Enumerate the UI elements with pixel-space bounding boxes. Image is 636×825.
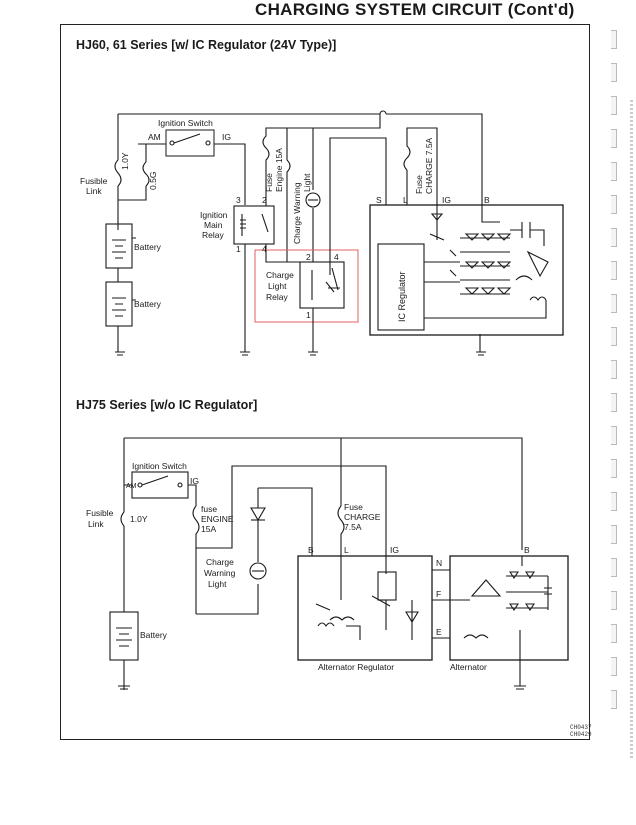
charge-relay-label-2: Light: [268, 281, 287, 291]
fuse-engine-label-1: Fuse: [264, 173, 274, 192]
alternator-regulator-box: [297, 555, 433, 661]
alt-regulator-label: Alternator Regulator: [318, 662, 394, 672]
page-title: CHARGING SYSTEM CIRCUIT (Cont'd): [255, 0, 575, 19]
alternator-box: [449, 555, 569, 661]
battery-label-2: Battery: [134, 299, 162, 309]
fuse-engine-2-label-1: fuse: [201, 504, 217, 514]
term2-b2: B: [524, 545, 530, 555]
term-s: S: [376, 195, 382, 205]
am-label: AM: [148, 132, 161, 142]
diagram-frame: [60, 24, 590, 740]
term2-e: E: [436, 627, 442, 637]
hj75-circuit: [109, 437, 569, 690]
term-l: L: [403, 195, 408, 205]
fuse-charge-label-1: Fuse: [414, 175, 424, 194]
battery-label-1: Battery: [134, 242, 162, 252]
ig-label: IG: [222, 132, 231, 142]
charge-light-relay: [299, 261, 345, 309]
page-edge-tabs: [611, 30, 621, 723]
am-2-label: AM: [126, 483, 137, 490]
alternator-label: Alternator: [450, 662, 487, 672]
fuse-charge-label-2: CHARGE 7.5A: [424, 137, 434, 194]
fuse-charge-2-label-1: Fuse: [344, 502, 363, 512]
diode-bridge-1: [429, 205, 512, 295]
figure-code-1: CH0437: [570, 724, 592, 731]
fuse-charge-2-label-2: CHARGE: [344, 512, 381, 522]
hj60-circuit: [105, 110, 564, 356]
battery-2-label: Battery: [140, 630, 168, 640]
fuse-engine-2-label-2: ENGINE: [201, 514, 234, 524]
fuse-charge-2-label-3: 7.5A: [344, 522, 362, 532]
fl-0-5g: 0.5G: [148, 172, 158, 190]
cr-pin-1: 1: [306, 310, 311, 320]
ignition-main-relay: [233, 205, 275, 245]
ic-regulator-label: IC Regulator: [397, 271, 407, 322]
pin-1: 1: [236, 244, 241, 254]
figure-code-2: CH0429: [570, 731, 592, 738]
pin-3: 3: [236, 195, 241, 205]
fusible-label-2: Link: [86, 186, 102, 196]
fusible-label-1: Fusible: [80, 176, 108, 186]
charge-relay-label-3: Relay: [266, 292, 288, 302]
warning-light-label-2: Light: [302, 173, 312, 192]
ignition-switch-1: [165, 129, 215, 157]
ignition-switch-2: [131, 471, 189, 499]
fuse-engine-2-label-3: 15A: [201, 524, 216, 534]
ignition-switch-2-label: Ignition Switch: [132, 461, 187, 471]
term-ig: IG: [442, 195, 451, 205]
warning-2-label-3: Light: [208, 579, 227, 589]
main-relay-label-1: Ignition: [200, 210, 228, 220]
term2-ig: IG: [390, 545, 399, 555]
pin-2: 2: [262, 195, 267, 205]
warning-light-label-1: Charge Warning: [292, 182, 302, 244]
term2-n: N: [436, 558, 442, 568]
warning-2-label-1: Charge: [206, 557, 234, 567]
term2-l: L: [344, 545, 349, 555]
term2-b: B: [308, 545, 314, 555]
section-title-hj60: HJ60, 61 Series [w/ IC Regulator (24V Ty…: [76, 38, 337, 52]
term-b: B: [484, 195, 490, 205]
ic-regulator-box: [377, 243, 425, 331]
warning-2-label-2: Warning: [204, 568, 236, 578]
ignition-switch-label: Ignition Switch: [158, 118, 213, 128]
section-title-hj75: HJ75 Series [w/o IC Regulator]: [76, 398, 258, 412]
ig-2-label: IG: [190, 476, 199, 486]
term2-f: F: [436, 589, 441, 599]
fl-1-0y: 1.0Y: [120, 152, 130, 170]
fuse-engine-label-2: Engine 15A: [274, 148, 284, 192]
main-relay-label-2: Main: [204, 220, 223, 230]
fusible-2-label-2: Link: [88, 519, 104, 529]
fusible-2-label-1: Fusible: [86, 508, 114, 518]
page-edge-perforation: [630, 100, 633, 760]
cr-pin-4: 4: [334, 252, 339, 262]
fl-2-value: 1.0Y: [130, 514, 148, 524]
ic-alternator-box: [369, 204, 564, 336]
cr-pin-2: 2: [306, 252, 311, 262]
main-relay-label-3: Relay: [202, 230, 224, 240]
pin-4: 4: [262, 244, 267, 254]
charge-relay-label-1: Charge: [266, 270, 294, 280]
